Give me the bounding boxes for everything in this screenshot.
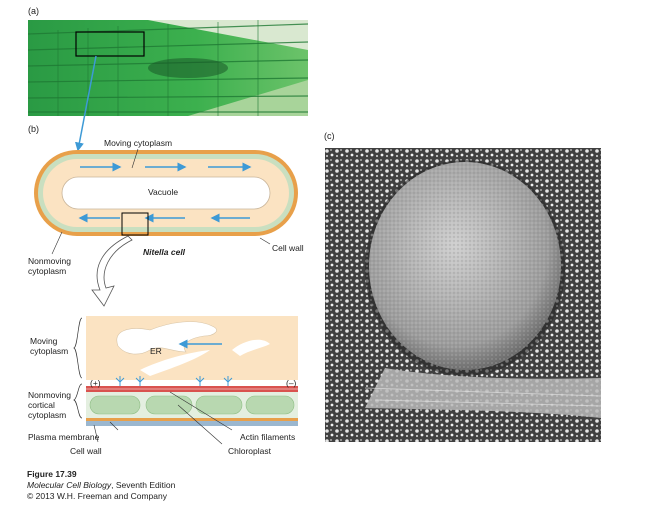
label-nonmoving-1: Nonmoving	[28, 256, 71, 266]
nitella-micrograph	[28, 20, 308, 116]
cytoplasmic-streaming-diagram	[34, 55, 298, 445]
book-title: Molecular Cell Biology	[27, 480, 112, 490]
electron-micrograph	[325, 148, 601, 442]
label-nonmoving-2: cytoplasm	[28, 266, 67, 276]
book-title-line: Molecular Cell Biology, Seventh Edition	[27, 480, 175, 491]
label-minus-end: (–)	[286, 378, 297, 388]
label-cell-wall-top: Cell wall	[272, 243, 304, 253]
chloroplasts	[89, 395, 295, 415]
plasma-membrane	[86, 418, 298, 421]
label-moving-2: cytoplasm	[30, 346, 69, 356]
label-cortical-1: Nonmoving	[28, 390, 71, 400]
label-plasma-membrane: Plasma membrane	[28, 432, 100, 442]
label-er: ER	[150, 346, 162, 356]
panel-c-label: (c)	[324, 131, 335, 141]
myosin-motors	[115, 376, 233, 386]
label-chloroplast: Chloroplast	[228, 446, 271, 456]
label-cortical-2: cortical	[28, 400, 55, 410]
label-nitella-cell: Nitella cell	[143, 247, 186, 257]
nitella-micrograph-drawing	[28, 20, 308, 116]
label-actin-filaments: Actin filaments	[240, 432, 296, 442]
electron-micrograph-drawing	[325, 148, 601, 442]
curved-zoom-arrow	[91, 235, 133, 307]
zoom-box	[121, 212, 149, 236]
figure-number: Figure 17.39	[27, 469, 77, 479]
vacuole	[61, 176, 271, 210]
label-cortical-3: cytoplasm	[28, 410, 67, 420]
cell-wall-bottom	[86, 421, 298, 426]
book-edition: , Seventh Edition	[111, 480, 176, 490]
actin-cable	[365, 368, 601, 418]
panel-a-label: (a)	[28, 6, 39, 16]
label-plus-end: (+)	[90, 378, 101, 388]
label-cell-wall-bottom: Cell wall	[70, 446, 102, 456]
label-moving-1: Moving	[30, 336, 58, 346]
label-vacuole: Vacuole	[148, 187, 179, 197]
label-moving-cytoplasm: Moving cytoplasm	[104, 138, 173, 148]
panel-b-label: (b)	[28, 124, 39, 134]
streaming-arrows	[78, 162, 252, 223]
zoom-connector-arrow	[74, 55, 97, 152]
copyright: © 2013 W.H. Freeman and Company	[27, 491, 167, 501]
er-network	[116, 321, 217, 355]
